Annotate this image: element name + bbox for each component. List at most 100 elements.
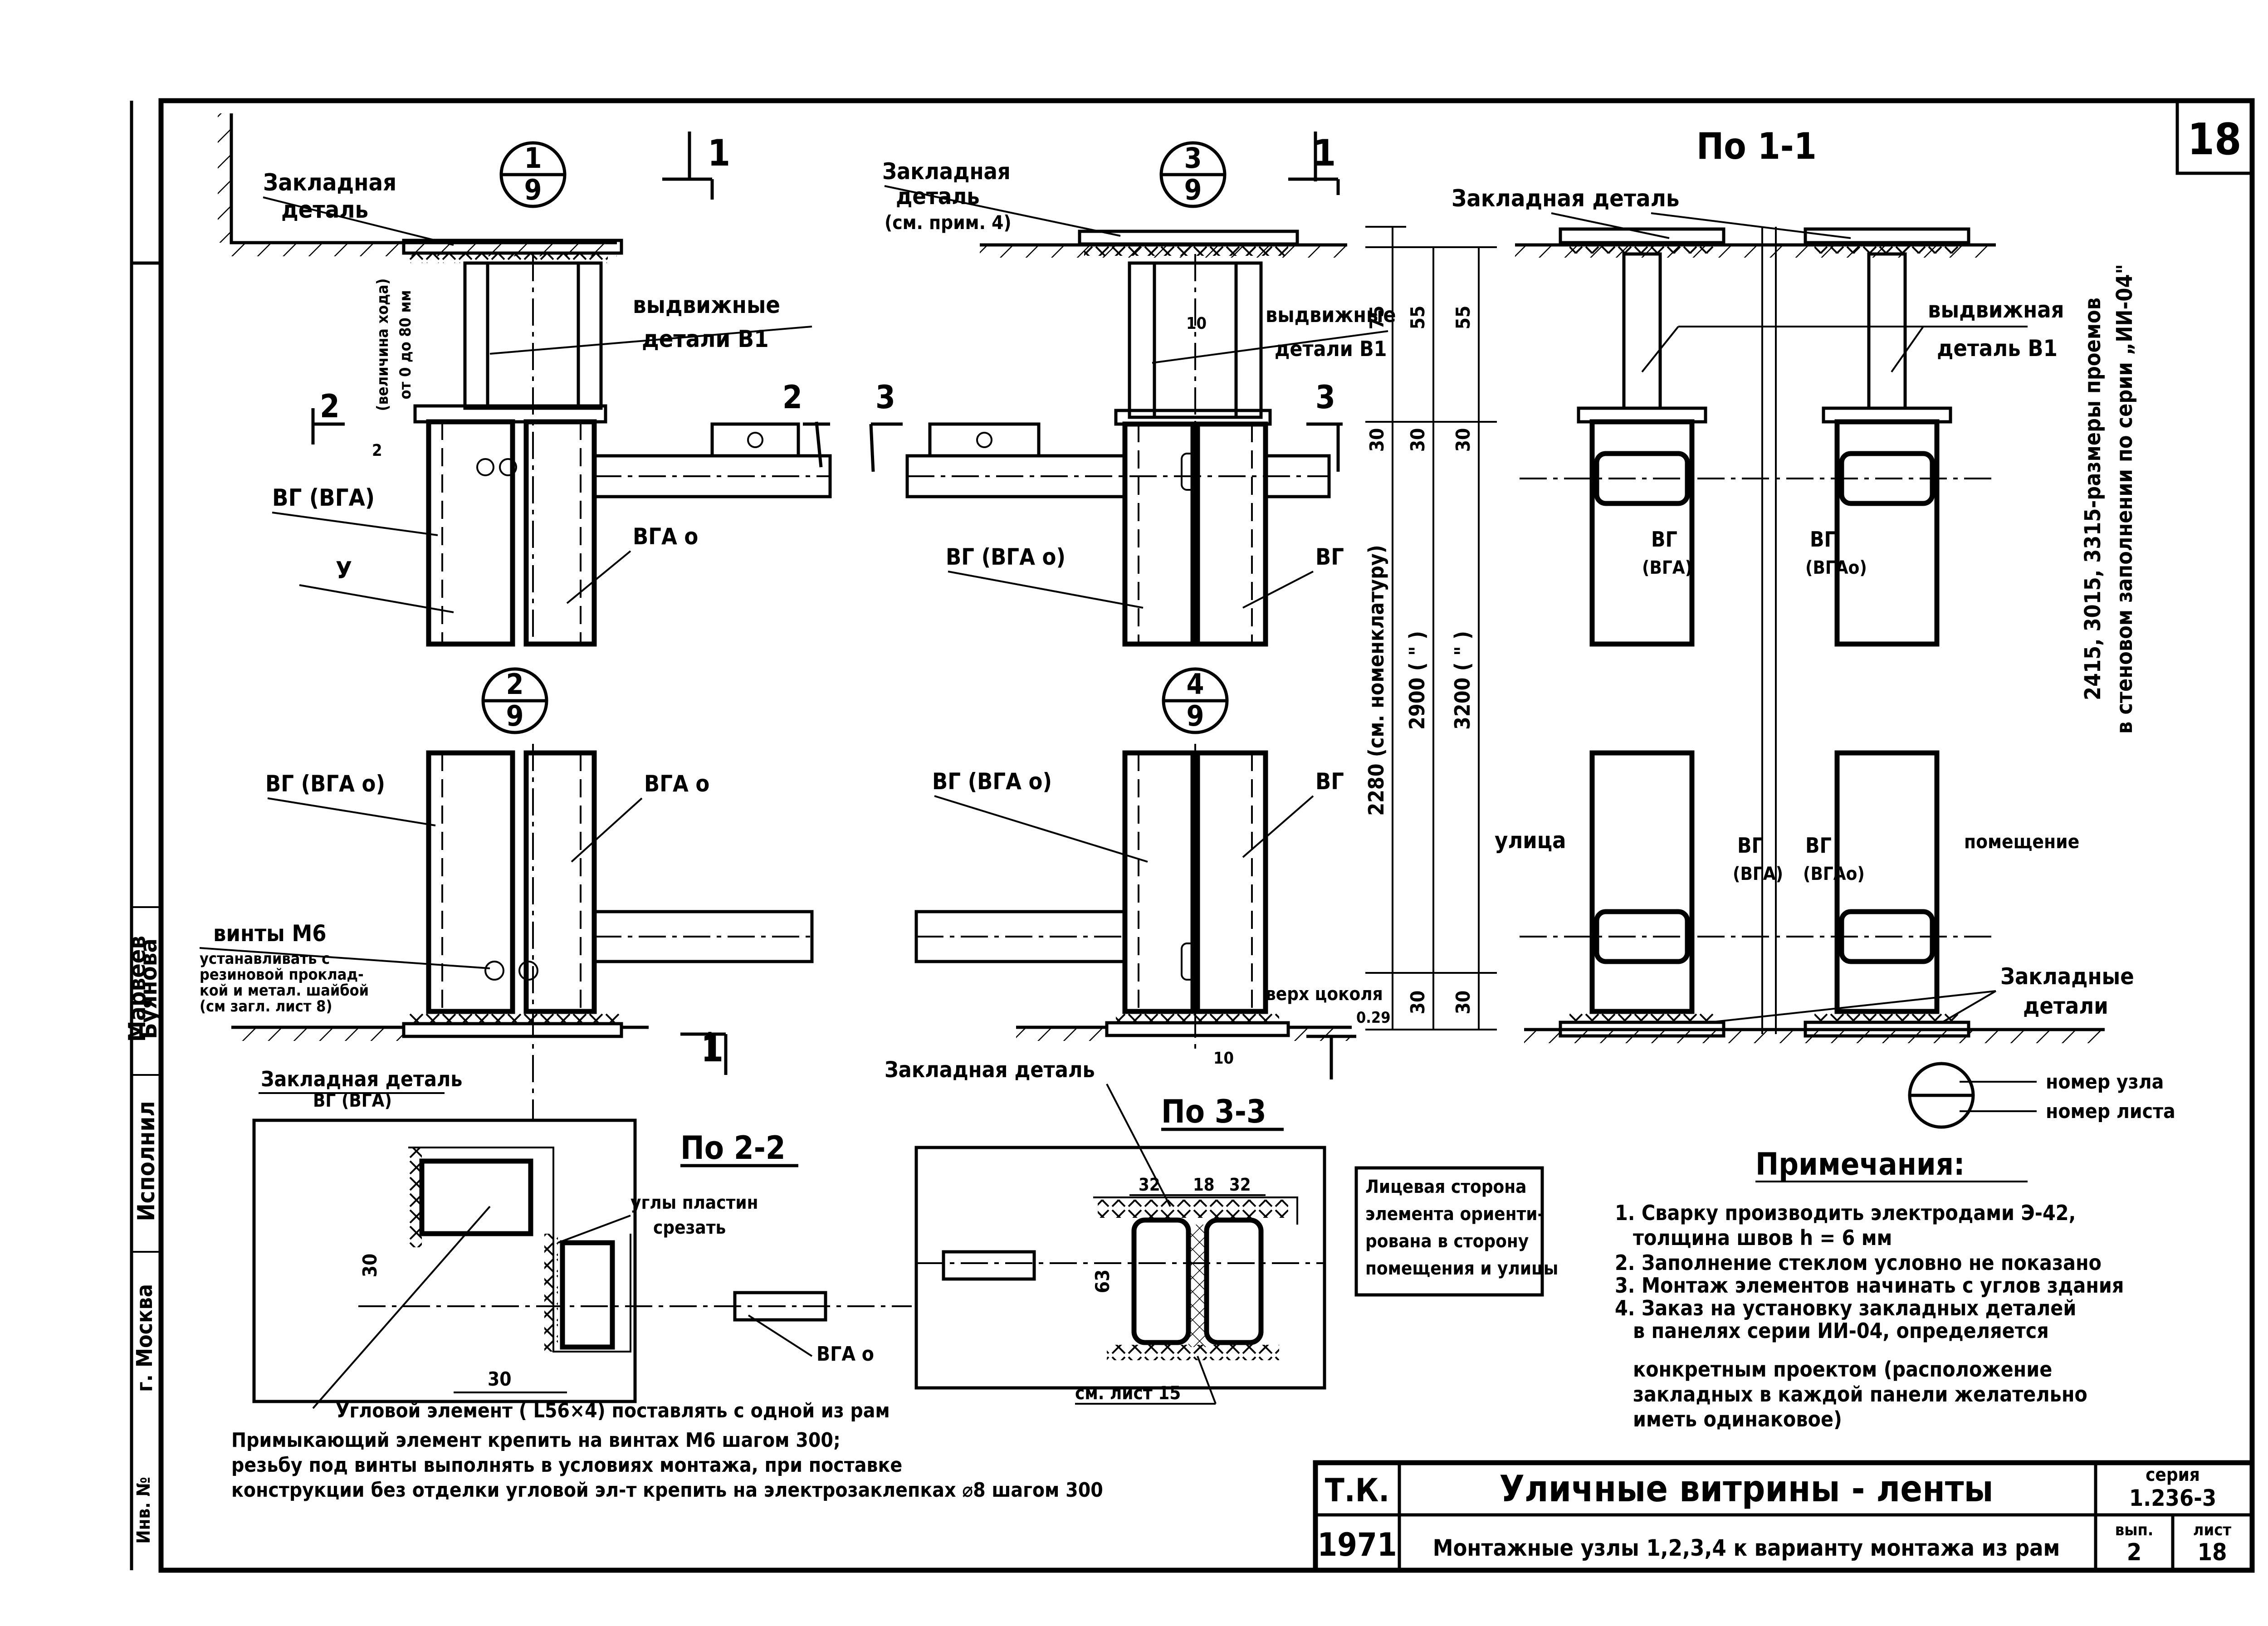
view-1-1-drawing: По 1-1	[1515, 125, 2105, 1043]
dim-75: 75	[1366, 306, 1388, 330]
tb-issue: 2	[2127, 1539, 2142, 1566]
n4-vg-label: ВГ (ВГА о)	[932, 768, 1052, 795]
v11-room: помещение	[1964, 830, 2079, 853]
n1-vga0-label: ВГА о	[633, 523, 698, 550]
tb-series-label: серия	[2146, 1465, 2200, 1485]
note-line-2: 2. Заполнение стеклом условно не показан…	[1615, 1250, 2102, 1275]
v11-embeds: Закладные	[2000, 963, 2134, 990]
section-3-3-labels: Закладная деталь см. лист 15	[885, 1057, 1217, 1405]
n2-screws-note1: устанавливать с	[200, 950, 330, 968]
bottom-note-1: Примыкающий элемент крепить на винтах М6…	[231, 1429, 841, 1452]
node-3-drawing: 1 3 3	[869, 132, 1347, 647]
s33-dim-32a: 32	[1139, 1175, 1160, 1195]
side-stamp: Марвеев Буянова Исполнил г. Москва Инв. …	[124, 101, 162, 1570]
node-4-drawing: 10	[914, 744, 1356, 1079]
node-3-num: 3	[1184, 142, 1202, 175]
n4-dim-10: 10	[1213, 1049, 1234, 1068]
n2-screws-note4: (см загл. лист 8)	[200, 997, 332, 1016]
n1-vg-label: ВГ (ВГА)	[272, 484, 375, 512]
tb-tk: Т.К.	[1325, 1472, 1389, 1509]
node-3-bubble: 3 9	[1159, 141, 1227, 208]
section-2-2-drawing: По 2-2 30 30	[252, 1118, 912, 1403]
node-2-drawing: 1	[231, 744, 814, 1120]
v11-openings: 2415, 3015, 3315-размеры проемов	[2080, 298, 2106, 700]
note-line-3: 3. Монтаж элементов начинать с углов зда…	[1615, 1273, 2124, 1298]
section-mark-2-left: 2	[320, 388, 340, 425]
v11-openings2: в стеновом заполнении по серии „ИИ-04"	[2112, 264, 2137, 734]
stamp-author2: Буянова	[135, 938, 162, 1039]
n3-slide-label: выдвижные	[1266, 303, 1396, 327]
dim-2900: 2900 ( " )	[1405, 631, 1429, 730]
v11-vg-b: ВГ	[1810, 527, 1836, 552]
face-note-1: Лицевая сторона	[1365, 1177, 1526, 1197]
face-note-2: элемента ориенти-	[1365, 1204, 1544, 1225]
v11-vga-c: (ВГА)	[1733, 864, 1783, 884]
v11-slide-label: выдвижная	[1928, 297, 2064, 323]
stamp-role: Исполнил	[133, 1101, 160, 1221]
n1-u-label: У	[336, 557, 352, 584]
s33-dim-32b: 32	[1229, 1175, 1251, 1195]
n3-vg-right: ВГ	[1315, 544, 1344, 570]
s22-vga0: ВГА о	[816, 1343, 874, 1366]
tb-title: Уличные витрины - ленты	[1499, 1468, 1993, 1510]
v11-vg-d: ВГ	[1805, 833, 1832, 858]
v11-vga-a: (ВГА)	[1642, 557, 1692, 578]
section-3-3-drawing: По 3-3 32 18 32 63	[914, 1093, 1326, 1390]
view-1-1-labels: Закладная деталь выдвижная деталь В1 ВГ …	[1452, 185, 2137, 1024]
note-line-6: конкретным проектом (расположение	[1633, 1357, 2052, 1382]
face-orientation-note: Лицевая сторона элемента ориенти- рована…	[1354, 1166, 1558, 1297]
n3-vg-label: ВГ (ВГА о)	[946, 544, 1066, 570]
s33-dim-18: 18	[1193, 1175, 1215, 1195]
title-block: Т.К. 1971 Уличные витрины - ленты Монтаж…	[1313, 1460, 2255, 1573]
dim-55b: 55	[1452, 306, 1474, 330]
v11-street: улица	[1495, 827, 1566, 854]
note-line-4: 4. Заказ на установку закладных деталей	[1615, 1296, 2076, 1320]
sheet-frame: 18	[158, 98, 2255, 1573]
n3-slide-label2: детали В1	[1275, 337, 1387, 361]
section-2-2-labels: Закладная деталь ВГ (ВГА) углы пластин с…	[259, 1067, 890, 1422]
node-4-sheet: 9	[1187, 699, 1204, 732]
dim-30c: 30	[1452, 428, 1474, 452]
v11-embed-label: Закладная деталь	[1452, 185, 1679, 212]
tb-subtitle: Монтажные узлы 1,2,3,4 к варианту монтаж…	[1433, 1535, 2060, 1561]
sheet-number: 18	[2188, 115, 2242, 165]
s22-embed-label: Закладная деталь	[261, 1067, 462, 1091]
v11-embeds2: детали	[2023, 993, 2108, 1019]
v11-vg-c: ВГ	[1737, 833, 1764, 858]
dim-30b: 30	[1407, 428, 1429, 452]
n3-embed-note: (см. прим. 4)	[885, 211, 1012, 234]
v11-slide-label2: деталь В1	[1937, 335, 2058, 361]
face-note-3: рована в сторону	[1365, 1231, 1529, 1252]
plinth-label: верх цоколя	[1266, 984, 1383, 1005]
v11-vga0-d: (ВГАо)	[1803, 864, 1865, 884]
s22-dim-30l: 30	[359, 1254, 381, 1278]
tb-issue-label: вып.	[2115, 1521, 2153, 1539]
view-1-1-title: По 1-1	[1696, 125, 1817, 167]
bottom-note-2: резьбу под винты выполнять в условиях мо…	[231, 1454, 902, 1477]
v11-vga0-b: (ВГАо)	[1805, 557, 1867, 578]
section-mark-1-top: 1	[708, 132, 730, 174]
dimension-chain: 75 55 55 30 30 30 2280 (см. номенклатуру…	[1364, 226, 1497, 1030]
n2-screws: винты М6	[213, 920, 327, 947]
n1-embed-label: Закладная	[263, 169, 396, 196]
node-2-labels: ВГ (ВГА о) ВГА о винты М6 устанавливать …	[199, 771, 709, 1016]
s22-plate-corners2: срезать	[653, 1217, 726, 1238]
node-2-sheet: 9	[506, 699, 524, 732]
tb-series: 1.236-3	[2129, 1485, 2216, 1511]
node-4-labels: ВГ (ВГА о) ВГ верх цоколя 0.29	[932, 768, 1390, 1027]
stamp-author1: Марвеев	[124, 936, 151, 1042]
n2-vga0-label: ВГА о	[644, 771, 709, 797]
s33-see-sheet: см. лист 15	[1075, 1383, 1181, 1404]
section-mark-3-left: 3	[875, 379, 895, 416]
n1-slide-label: выдвижные	[633, 292, 780, 319]
legend-node: номер узла	[2046, 1070, 2164, 1094]
tb-sheet: 18	[2197, 1539, 2227, 1566]
section-2-2-title: По 2-2	[680, 1129, 786, 1167]
dim-30e: 30	[1452, 991, 1474, 1015]
node-1-bubble: 1 9	[499, 141, 567, 208]
node-1-drawing: 1 2 2	[218, 113, 832, 647]
node-2-num: 2	[506, 668, 524, 701]
s33-dim-63: 63	[1091, 1270, 1114, 1294]
n4-vg-right: ВГ	[1315, 768, 1344, 795]
